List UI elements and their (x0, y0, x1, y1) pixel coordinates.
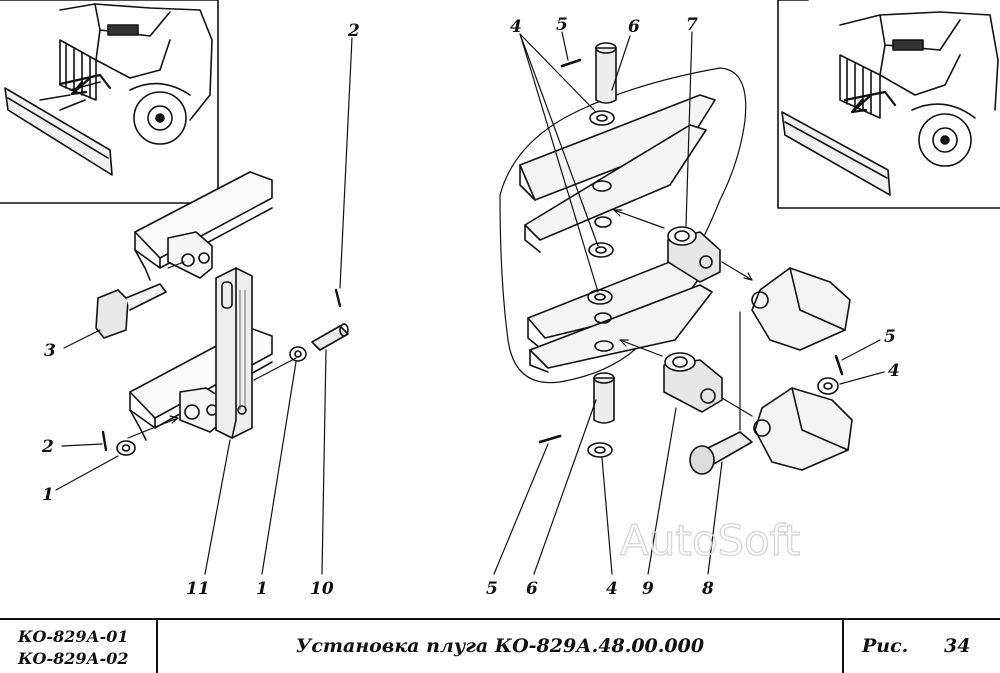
callout-right-5-top: 5 (556, 15, 568, 35)
callout-right-9: 9 (642, 579, 654, 599)
right-exploded-assembly (499, 42, 853, 475)
callout-right-5-bottom: 5 (486, 579, 498, 599)
callout-left-11: 11 (186, 579, 210, 599)
callout-left-10: 10 (310, 579, 334, 599)
model-designation: КО-829А-01 (18, 627, 129, 646)
callout-left-3: 3 (44, 341, 56, 361)
callout-right-5-side: 5 (884, 327, 896, 347)
callout-right-4-bottom: 4 (606, 579, 618, 599)
left-exploded-assembly (95, 171, 349, 456)
figure-number: 34 (944, 635, 971, 657)
drawing-title: Установка плуга КО-829А.48.00.000 (158, 620, 844, 673)
truck-inset-right-icon (777, 0, 1000, 209)
callout-right-8: 8 (701, 579, 714, 599)
callout-left-1-bottom: 1 (42, 485, 54, 505)
callout-left-2-top: 2 (347, 21, 360, 41)
callout-right-4-top: 4 (510, 17, 522, 37)
truck-inset-left-icon (0, 0, 219, 204)
callout-right-4-side: 4 (888, 361, 900, 381)
figure-label: Рис. (862, 635, 909, 657)
model-designation: КО-829А-02 (18, 649, 129, 668)
model-designations: КО-829А-01 КО-829А-02 (0, 620, 158, 673)
callout-right-6-top: 6 (628, 17, 640, 37)
title-block: КО-829А-01 КО-829А-02 Установка плуга КО… (0, 618, 1000, 673)
callout-left-1-center: 1 (256, 579, 268, 599)
figure-reference: Рис. 34 (844, 620, 1000, 673)
leader-lines (55, 31, 885, 575)
callout-left-2-bottom: 2 (41, 437, 54, 457)
callout-right-6-bottom: 6 (526, 579, 538, 599)
watermark: AutoSoft (620, 516, 800, 565)
callout-right-7: 7 (686, 15, 698, 35)
callout-labels: 2 3 2 1 11 1 10 4 5 6 7 5 4 5 6 4 9 8 (41, 15, 900, 599)
exploded-assembly-drawing: 2 3 2 1 11 1 10 4 5 6 7 5 4 5 6 4 9 8 Au… (0, 0, 1000, 599)
